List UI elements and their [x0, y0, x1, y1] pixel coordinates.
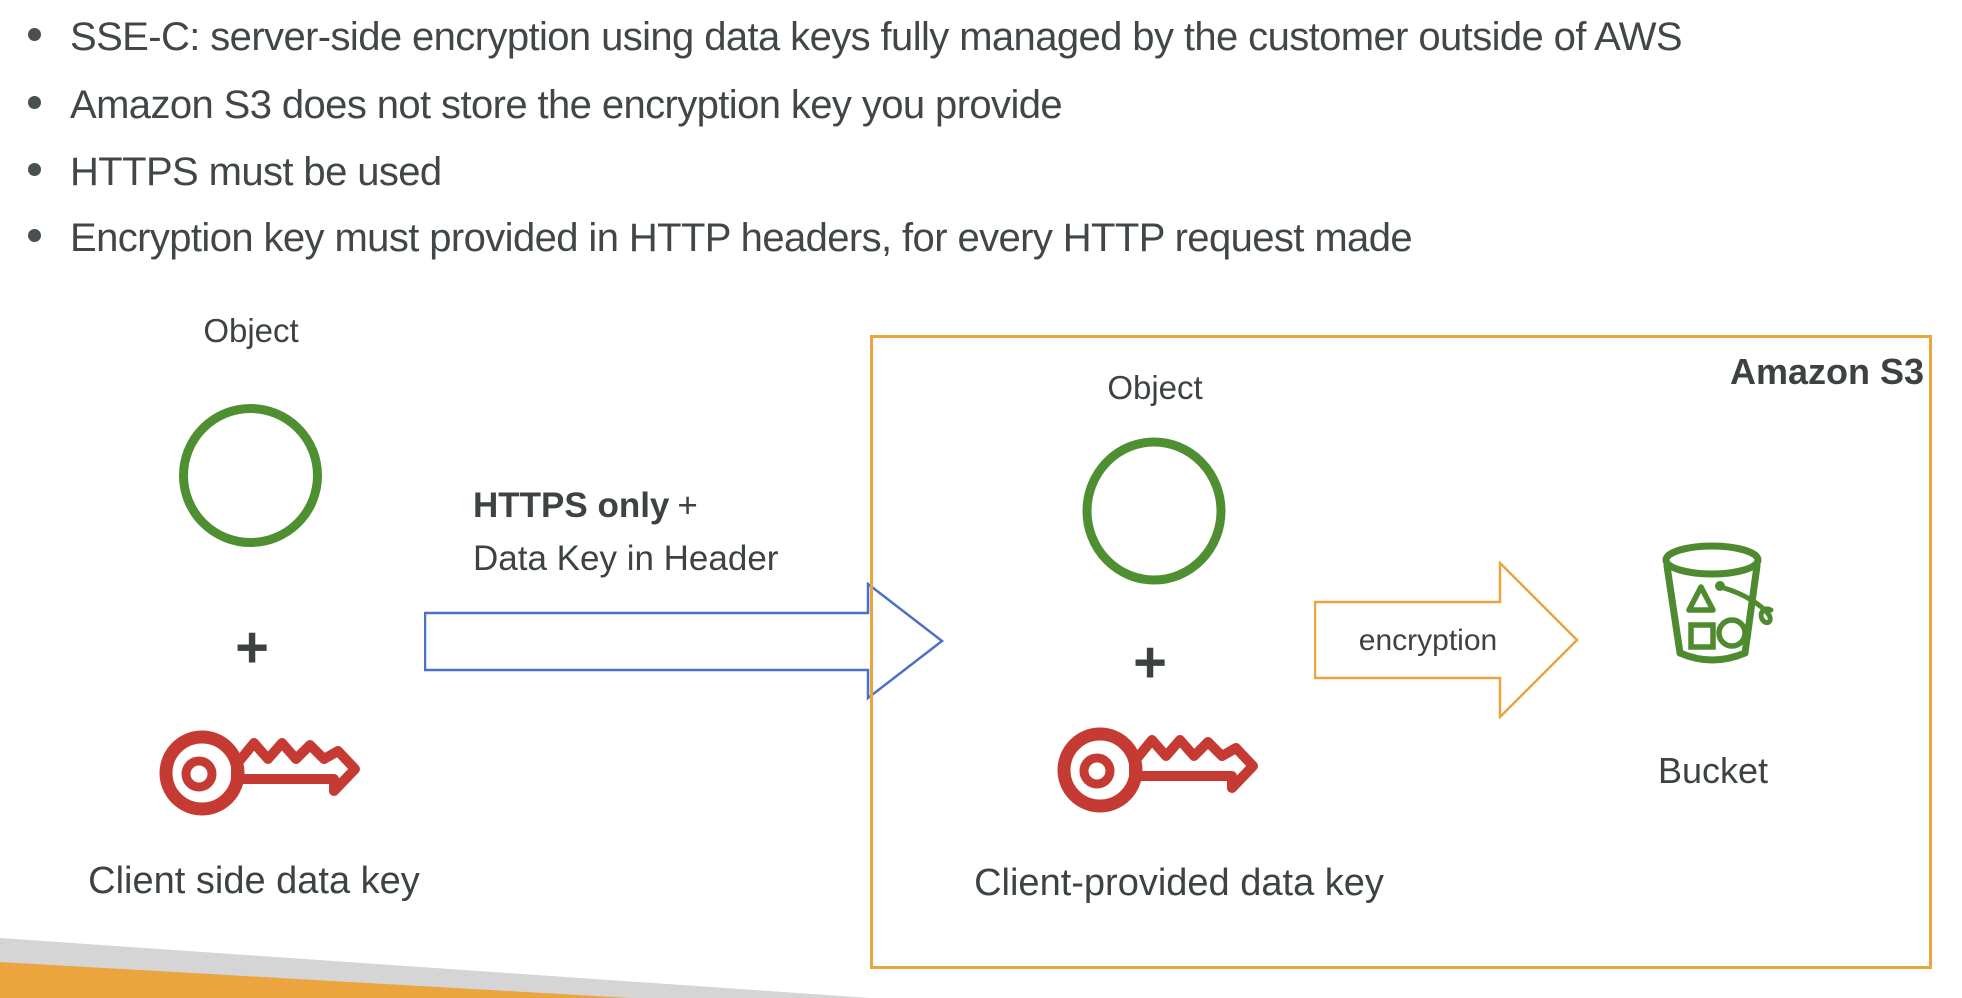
bullet-dot-icon — [28, 96, 41, 109]
encryption-label: encryption — [1358, 624, 1498, 657]
client-object-label: Object — [203, 312, 299, 349]
transfer-line2: Data Key in Header — [473, 539, 779, 578]
s3-data-key-icon — [1057, 727, 1258, 813]
encryption-right-arrow-icon — [1314, 561, 1579, 719]
client-plus-sign: + — [235, 615, 269, 680]
s3-box-title: Amazon S3 — [1729, 351, 1924, 392]
footer-decoration-bands — [0, 938, 870, 998]
s3-bucket-caption: Bucket — [1657, 750, 1769, 791]
transfer-label: HTTPS only+ Data Key in Header — [473, 479, 778, 585]
s3-object-label: Object — [1107, 369, 1203, 406]
transfer-https-bold: HTTPS only — [473, 486, 670, 525]
s3-bucket-icon — [1662, 542, 1774, 664]
bullet-text: SSE-C: server-side encryption using data… — [70, 15, 1683, 59]
bullet-dot-icon — [28, 163, 41, 176]
bullet-dot-icon — [28, 229, 41, 242]
bullet-dot-icon — [28, 28, 41, 41]
transfer-right-arrow-icon — [424, 582, 945, 701]
bullet-text: Amazon S3 does not store the encryption … — [70, 83, 1063, 127]
amazon-s3-box — [870, 335, 1932, 969]
s3-plus-sign: + — [1133, 630, 1167, 695]
client-data-key-icon — [159, 730, 360, 816]
client-object-circle-icon — [179, 404, 322, 547]
s3-key-caption: Client-provided data key — [974, 862, 1384, 904]
transfer-plus: + — [677, 486, 698, 525]
s3-object-circle-icon — [1082, 437, 1226, 585]
bullet-text: HTTPS must be used — [70, 150, 442, 194]
client-key-caption: Client side data key — [88, 860, 420, 902]
bullet-text: Encryption key must provided in HTTP hea… — [70, 216, 1413, 260]
